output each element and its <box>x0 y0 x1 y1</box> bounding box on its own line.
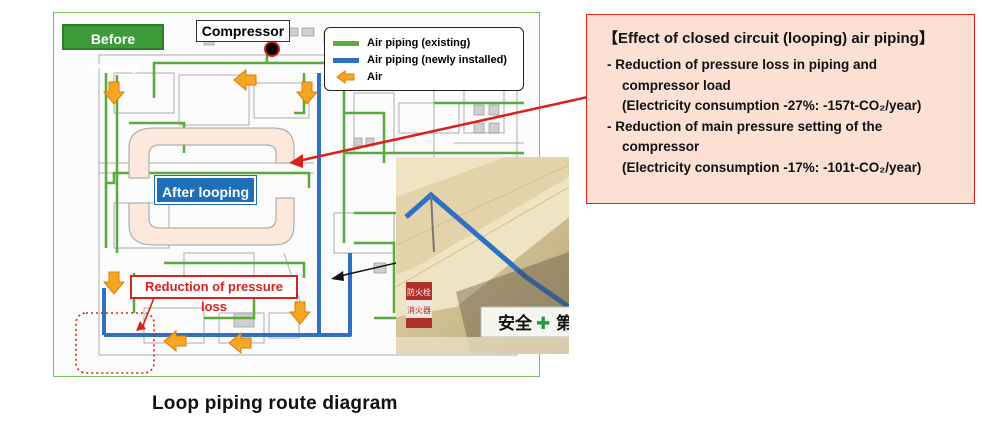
legend-label: Air piping (newly installed) <box>367 54 507 66</box>
air-arrow-icon <box>296 81 318 105</box>
after-looping-label: After looping <box>155 176 256 204</box>
legend-label: Air piping (existing) <box>367 37 471 49</box>
compressor-label: Compressor <box>196 20 290 42</box>
effect-line: - Reduction of main pressure setting of … <box>607 118 883 134</box>
legend-item-new: Air piping (newly installed) <box>333 53 507 67</box>
legend: Air piping (existing) Air piping (newly … <box>324 27 524 91</box>
banner-tail-text: 第 <box>556 313 569 334</box>
air-arrow-icon <box>103 81 125 105</box>
effect-line: compressor load <box>622 77 731 93</box>
air-arrow-icon <box>103 271 125 295</box>
effect-line: (Electricity consumption -17%: -101t-CO₂… <box>622 159 922 175</box>
air-arrow-icon <box>233 69 257 91</box>
sign-text-1: 防火栓 <box>407 287 431 297</box>
air-arrow-icon <box>163 330 187 352</box>
legend-item-existing: Air piping (existing) <box>333 36 470 50</box>
green-cross-icon: ✚ <box>536 314 550 334</box>
effect-line: (Electricity consumption -27%: -157t-CO₂… <box>622 98 922 113</box>
blue-line-swatch <box>333 57 359 63</box>
effects-box: 【Effect of closed circuit (looping) air … <box>586 14 975 204</box>
ceiling-photo-image: 防火栓 消火器 安全 ✚ 第 <box>396 157 569 354</box>
reduction-of-pressure-loss-label: Reduction of pressure loss <box>130 275 298 314</box>
air-arrow-icon <box>289 301 311 325</box>
effect-line: compressor <box>622 139 700 154</box>
diagram-caption: Loop piping route diagram <box>152 393 398 414</box>
legend-item-air: Air <box>333 70 382 84</box>
sign-text-2: 消火器 <box>407 305 431 315</box>
green-line-swatch <box>333 40 359 46</box>
safety-banner-text: 安全 <box>498 313 533 334</box>
air-arrow-icon <box>333 70 359 84</box>
effect-line: - Reduction of pressure loss in piping a… <box>607 57 878 72</box>
legend-label: Air <box>367 71 383 83</box>
before-looping-label: Before looping <box>62 24 164 73</box>
effects-title: 【Effect of closed circuit (looping) air … <box>603 30 934 47</box>
piping-photo: 防火栓 消火器 安全 ✚ 第 <box>396 157 569 354</box>
air-arrow-icon <box>228 332 252 354</box>
